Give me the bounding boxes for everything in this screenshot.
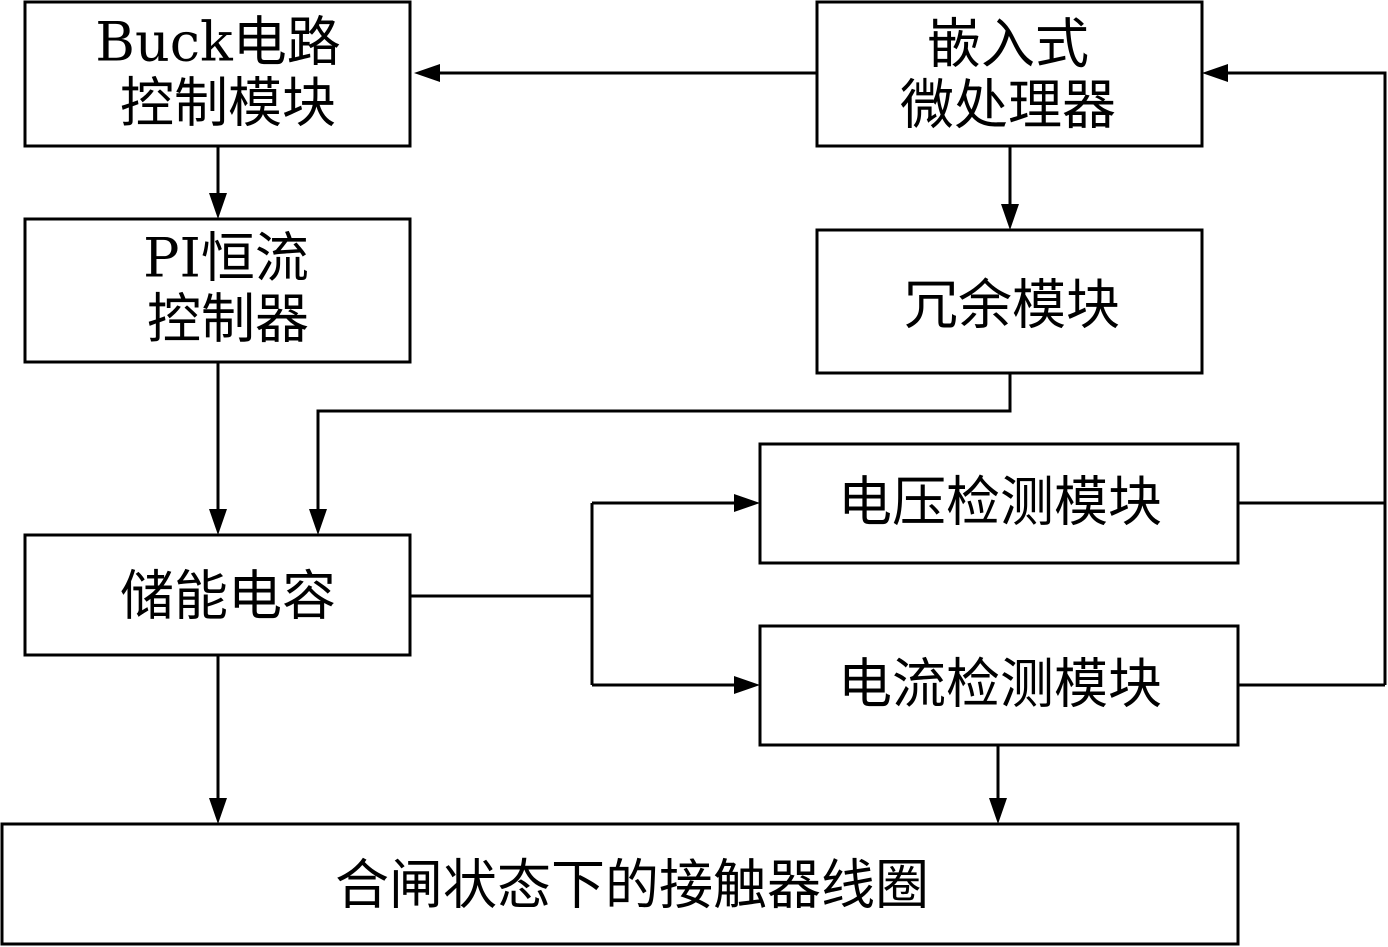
arrow-mcu-to-buck — [414, 64, 440, 82]
block-pi-controller: PI恒流 控制器 — [23, 217, 412, 364]
block-current-detect-frame — [758, 624, 1240, 747]
connections — [209, 64, 1387, 824]
arrow-capacitor-to-coil — [209, 798, 227, 824]
block-pi-controller-line-1: PI恒流 — [143, 227, 309, 290]
block-redundancy-line-1: 冗余模块 — [904, 274, 1120, 337]
block-pi-controller-frame — [23, 217, 412, 364]
block-embedded-mcu-line-1: 嵌入式 — [927, 13, 1089, 76]
edge-bus-to-mcu — [1228, 71, 1387, 685]
arrow-pi-to-capacitor — [209, 509, 227, 535]
block-contactor-coil: 合闸状态下的接触器线圈 — [0, 822, 1240, 946]
block-current-detect-line-1: 电流检测模块 — [838, 653, 1162, 716]
arrow-redundancy-to-capacitor — [309, 509, 327, 535]
block-voltage-detect-frame — [758, 442, 1240, 565]
block-buck-control-line-1: Buck电路 — [95, 11, 340, 74]
block-buck-control: Buck电路 控制模块 — [23, 0, 412, 148]
block-voltage-detect: 电压检测模块 — [758, 442, 1240, 565]
arrow-buck-to-pi — [209, 193, 227, 219]
block-contactor-coil-line-1: 合闸状态下的接触器线圈 — [335, 854, 929, 917]
block-current-detect: 电流检测模块 — [758, 624, 1240, 747]
block-energy-capacitor-line-1: 储能电容 — [120, 565, 336, 628]
arrow-bus-to-mcu — [1202, 64, 1228, 82]
block-redundancy-frame — [815, 228, 1204, 375]
block-energy-capacitor: 储能电容 — [23, 533, 412, 657]
block-voltage-detect-line-1: 电压检测模块 — [838, 471, 1162, 534]
block-buck-control-frame — [23, 0, 412, 148]
arrow-split-to-current — [734, 676, 760, 694]
arrow-split-to-voltage — [734, 494, 760, 512]
block-embedded-mcu-frame — [815, 0, 1204, 148]
block-energy-capacitor-frame — [23, 533, 412, 657]
block-buck-control-line-2: 控制模块 — [120, 72, 336, 135]
block-contactor-coil-frame — [0, 822, 1240, 946]
block-redundancy: 冗余模块 — [815, 228, 1204, 375]
arrow-current-to-coil — [989, 798, 1007, 824]
block-pi-controller-line-2: 控制器 — [147, 288, 309, 351]
arrow-mcu-to-redundancy — [1001, 204, 1019, 230]
block-embedded-mcu: 嵌入式 微处理器 — [815, 0, 1204, 148]
block-embedded-mcu-line-2: 微处理器 — [900, 74, 1116, 137]
edge-redundancy-to-capacitor — [316, 373, 1012, 509]
